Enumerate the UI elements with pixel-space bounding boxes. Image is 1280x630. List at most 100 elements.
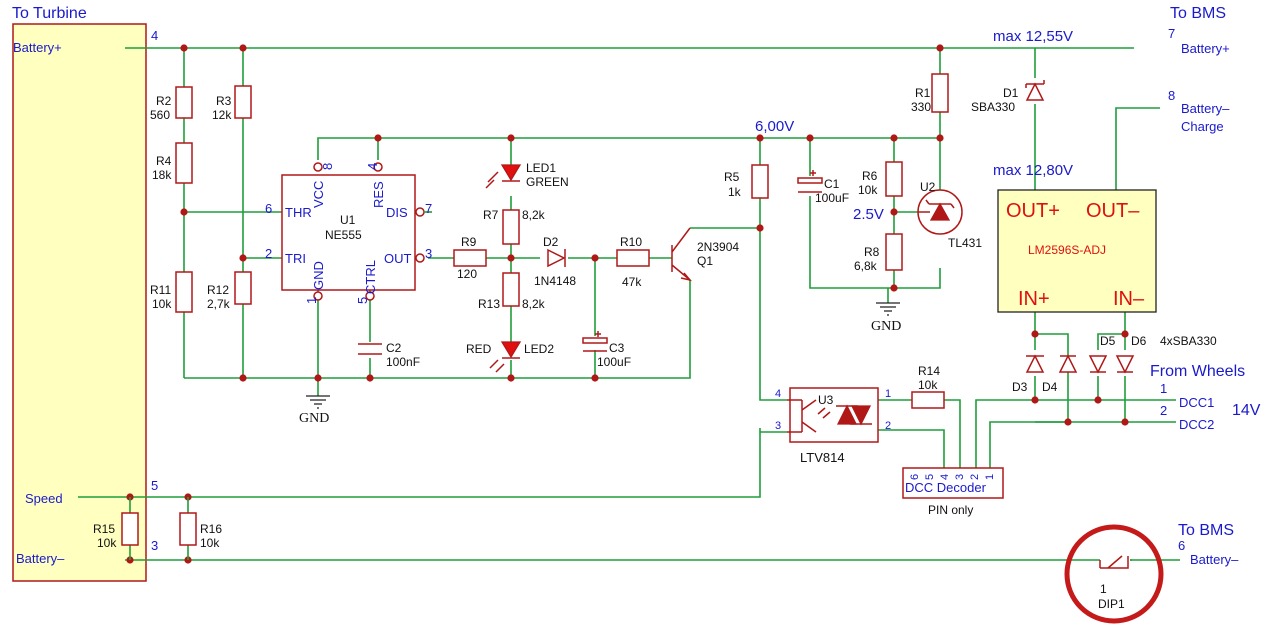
svg-text:4: 4 — [775, 388, 781, 400]
svg-text:R16: R16 — [200, 522, 222, 536]
svg-text:LED2: LED2 — [524, 342, 554, 356]
resistor-r15: R15 10k — [93, 497, 139, 560]
svg-text:10k: 10k — [152, 297, 172, 311]
svg-text:R5: R5 — [724, 170, 740, 184]
voltage-labels: max 12,55V max 12,80V 6,00V 2.5V — [755, 28, 1073, 223]
svg-text:10k: 10k — [97, 536, 117, 550]
svg-text:SBA330: SBA330 — [971, 100, 1015, 114]
diode-d1: D1 SBA330 — [971, 80, 1045, 114]
svg-text:1: 1 — [885, 388, 891, 400]
svg-text:LM2596S-ADJ: LM2596S-ADJ — [1028, 243, 1106, 257]
svg-text:R13: R13 — [478, 297, 500, 311]
battery-minus-pin-label: Battery– — [16, 551, 65, 566]
svg-text:C1: C1 — [824, 177, 840, 191]
dip-highlight-circle — [1064, 524, 1164, 624]
svg-text:DIP1: DIP1 — [1098, 597, 1125, 611]
svg-text:DIS: DIS — [386, 205, 408, 220]
svg-text:5: 5 — [924, 474, 936, 480]
svg-text:R3: R3 — [216, 94, 232, 108]
junction-dots — [126, 44, 1129, 564]
svg-text:R6: R6 — [862, 169, 878, 183]
svg-text:100uF: 100uF — [815, 191, 849, 205]
svg-text:R10: R10 — [620, 235, 642, 249]
svg-text:330: 330 — [911, 100, 931, 114]
svg-text:R15: R15 — [93, 522, 115, 536]
svg-text:Q1: Q1 — [697, 254, 713, 268]
svg-text:8: 8 — [320, 163, 335, 170]
speed-pin-label: Speed — [25, 491, 63, 506]
resistor-r12: R12 2,7k — [207, 271, 252, 311]
led2-red: RED LED2 — [466, 341, 554, 373]
svg-text:14V: 14V — [1232, 402, 1261, 419]
svg-text:2: 2 — [1160, 403, 1167, 418]
svg-text:2.5V: 2.5V — [853, 206, 884, 223]
svg-text:RES: RES — [371, 181, 386, 208]
resistor-r7: R7 8,2k — [483, 208, 546, 245]
svg-text:6,00V: 6,00V — [755, 118, 794, 135]
svg-text:Charge: Charge — [1181, 119, 1224, 134]
svg-text:R9: R9 — [461, 235, 477, 249]
svg-text:R2: R2 — [156, 94, 172, 108]
resistor-r2: R2 560 — [150, 86, 193, 122]
svg-text:6,8k: 6,8k — [854, 259, 878, 273]
svg-text:4: 4 — [939, 474, 951, 480]
svg-text:LTV814: LTV814 — [800, 450, 845, 465]
svg-text:THR: THR — [285, 205, 312, 220]
led1-green: LED1 GREEN — [485, 161, 569, 189]
u1-ref: U1 — [340, 213, 356, 227]
svg-text:3: 3 — [775, 420, 781, 432]
svg-text:10k: 10k — [200, 536, 220, 550]
svg-text:DCC2: DCC2 — [1179, 417, 1214, 432]
svg-text:max 12,80V: max 12,80V — [993, 162, 1073, 179]
turbine-pin-5: 5 — [151, 478, 158, 493]
resistor-r10: R10 47k — [616, 235, 650, 289]
svg-text:To BMS: To BMS — [1170, 5, 1226, 22]
svg-text:DCC Decoder: DCC Decoder — [905, 480, 987, 495]
svg-text:R12: R12 — [207, 283, 229, 297]
svg-text:Battery+: Battery+ — [1181, 41, 1230, 56]
svg-text:8,2k: 8,2k — [522, 208, 546, 222]
svg-text:To BMS: To BMS — [1178, 522, 1234, 539]
capacitor-c1: C1 100uF — [797, 170, 849, 205]
battery-plus-pin-label: Battery+ — [13, 40, 62, 55]
svg-text:D2: D2 — [543, 235, 559, 249]
resistor-r3: R3 12k — [212, 85, 252, 122]
svg-text:2N3904: 2N3904 — [697, 240, 739, 254]
dip-switch: 1 DIP1 — [1098, 555, 1129, 611]
svg-text:1: 1 — [304, 297, 319, 304]
svg-text:TRI: TRI — [285, 251, 306, 266]
dcc-decoder: DCC Decoder PIN only 6 5 4 3 2 1 — [902, 467, 1004, 517]
svg-text:8,2k: 8,2k — [522, 297, 546, 311]
ne555-ic: U1 NE555 THR TRI OUT DIS 6 2 7 3 VCC RES… — [265, 162, 432, 304]
optocoupler-u3: U3 LTV814 4 3 1 2 — [775, 387, 891, 465]
svg-text:IN+: IN+ — [1018, 288, 1050, 310]
svg-text:C2: C2 — [386, 341, 402, 355]
turbine-pin-4: 4 — [151, 28, 158, 43]
svg-text:120: 120 — [457, 267, 477, 281]
svg-text:R8: R8 — [864, 245, 880, 259]
resistor-r4: R4 18k — [152, 142, 193, 184]
resistor-r9: R9 120 — [453, 235, 487, 281]
svg-text:LED1: LED1 — [526, 161, 556, 175]
diode-d2: D2 1N4148 — [534, 235, 576, 288]
svg-text:1: 1 — [1160, 381, 1167, 396]
svg-text:PIN only: PIN only — [928, 503, 973, 517]
capacitor-c2: C2 100nF — [358, 341, 420, 369]
svg-text:2: 2 — [969, 474, 981, 480]
svg-text:RED: RED — [466, 342, 492, 356]
svg-text:6: 6 — [265, 201, 272, 216]
svg-text:R4: R4 — [156, 154, 172, 168]
svg-text:GND: GND — [299, 411, 329, 426]
resistor-r6: R6 10k — [858, 161, 903, 197]
svg-text:560: 560 — [150, 108, 170, 122]
svg-text:D3: D3 — [1012, 380, 1028, 394]
from-wheels-connector: From Wheels 1 DCC1 2 DCC2 14V — [1150, 363, 1261, 432]
svg-text:47k: 47k — [622, 275, 642, 289]
svg-text:max 12,55V: max 12,55V — [993, 28, 1073, 45]
svg-text:R11: R11 — [150, 283, 171, 297]
svg-text:1: 1 — [1100, 582, 1107, 596]
svg-text:Battery–: Battery– — [1190, 552, 1239, 567]
svg-text:4: 4 — [365, 163, 380, 170]
svg-text:D4: D4 — [1042, 380, 1058, 394]
